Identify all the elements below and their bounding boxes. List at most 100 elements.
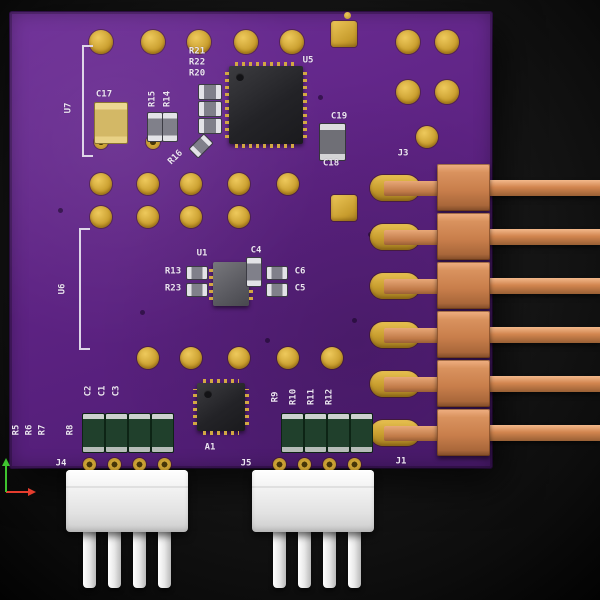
component-r7 [128,413,151,453]
component-c17 [94,102,128,144]
silkscreen-ref-r12: R12 [324,388,335,406]
component-r21 [198,84,222,100]
silkscreen-ref-c1: C1 [97,385,108,397]
silkscreen-ref-j5: J5 [240,458,252,469]
component-r15 [147,112,163,142]
pad [396,30,420,54]
pad [187,30,211,54]
header-pin [489,180,600,196]
silkscreen-ref-a1: A1 [204,442,216,453]
axis-gizmo [2,458,36,496]
header-body-segment [437,360,490,407]
header-pin [489,278,600,294]
silkscreen-bracket-u7 [82,45,93,157]
component-r22 [198,101,222,117]
silkscreen-bracket-u6 [79,228,90,350]
silkscreen-ref-u5: U5 [302,55,314,66]
pad [298,458,311,471]
pad [90,173,112,195]
component-r10 [304,413,327,453]
pad [396,80,420,104]
ic-pins [235,144,297,148]
silkscreen-ref-c5: C5 [294,283,306,294]
component-r12 [350,413,373,453]
fiducial-pad [344,12,351,19]
pad [348,458,361,471]
component-c6 [266,266,288,280]
via [318,95,323,100]
component-c18 [319,123,346,161]
axis-y-arrow [2,458,10,466]
silkscreen-ref-r15: R15 [147,90,158,108]
ic-pins [203,431,239,435]
silkscreen-ref-r23: R23 [164,283,182,294]
pad [234,30,258,54]
via [58,208,63,213]
silkscreen-ref-c3: C3 [111,385,122,397]
header-body-segment [437,164,490,211]
connector-pin [348,528,361,588]
header-pin [489,376,600,392]
pad [180,347,202,369]
pad [180,206,202,228]
via [140,310,145,315]
component-r11 [327,413,350,453]
silkscreen-ref-r9: R9 [270,391,281,403]
ic-a1 [193,379,249,435]
pad [137,173,159,195]
connector-pin [133,528,146,588]
silkscreen-ref-u1: U1 [196,248,208,259]
pad [137,347,159,369]
component-c5 [266,283,288,297]
silkscreen-ref-r14: R14 [162,90,173,108]
pad [90,206,112,228]
ic-pins [225,72,229,138]
silkscreen-ref-r6: R6 [24,424,35,436]
ic-pins [209,268,213,300]
pad [141,30,165,54]
header-body-segment [437,409,490,456]
pin1-marker [236,73,244,81]
component-c4 [246,257,262,287]
silkscreen-ref-j3: J3 [397,148,409,159]
header-pin-stub [384,279,440,294]
pad [323,458,336,471]
pad [416,126,438,148]
pad [133,458,146,471]
pad [277,347,299,369]
connector-pin [108,528,121,588]
header-pin-stub [384,181,440,196]
component-r9 [281,413,304,453]
pad [228,206,250,228]
silkscreen-ref-c6: C6 [294,266,306,277]
component-r23 [186,283,208,297]
via [352,318,357,323]
connector-pin [273,528,286,588]
mounting-pad [331,195,357,221]
pin1-marker [204,390,212,398]
pad [137,206,159,228]
header-pin [489,229,600,245]
silkscreen-ref-r8: R8 [65,424,76,436]
pad [273,458,286,471]
header-pin [489,327,600,343]
component-r8 [151,413,174,453]
component-r6 [105,413,128,453]
ic-pins [193,389,197,425]
silkscreen-ref-c17: C17 [95,89,113,100]
pad [108,458,121,471]
pad [180,173,202,195]
header-body-segment [437,262,490,309]
pad [228,173,250,195]
header-pin [489,425,600,441]
silkscreen-ref-r22: R22 [188,57,206,68]
via [265,338,270,343]
silkscreen-ref-c2: C2 [83,385,94,397]
component-r20 [198,118,222,134]
connector-pin [323,528,336,588]
silkscreen-ref-r20: R20 [188,68,206,79]
header-body-segment [437,311,490,358]
silkscreen-ref-r7: R7 [37,424,48,436]
silkscreen-ref-r5: R5 [11,424,22,436]
